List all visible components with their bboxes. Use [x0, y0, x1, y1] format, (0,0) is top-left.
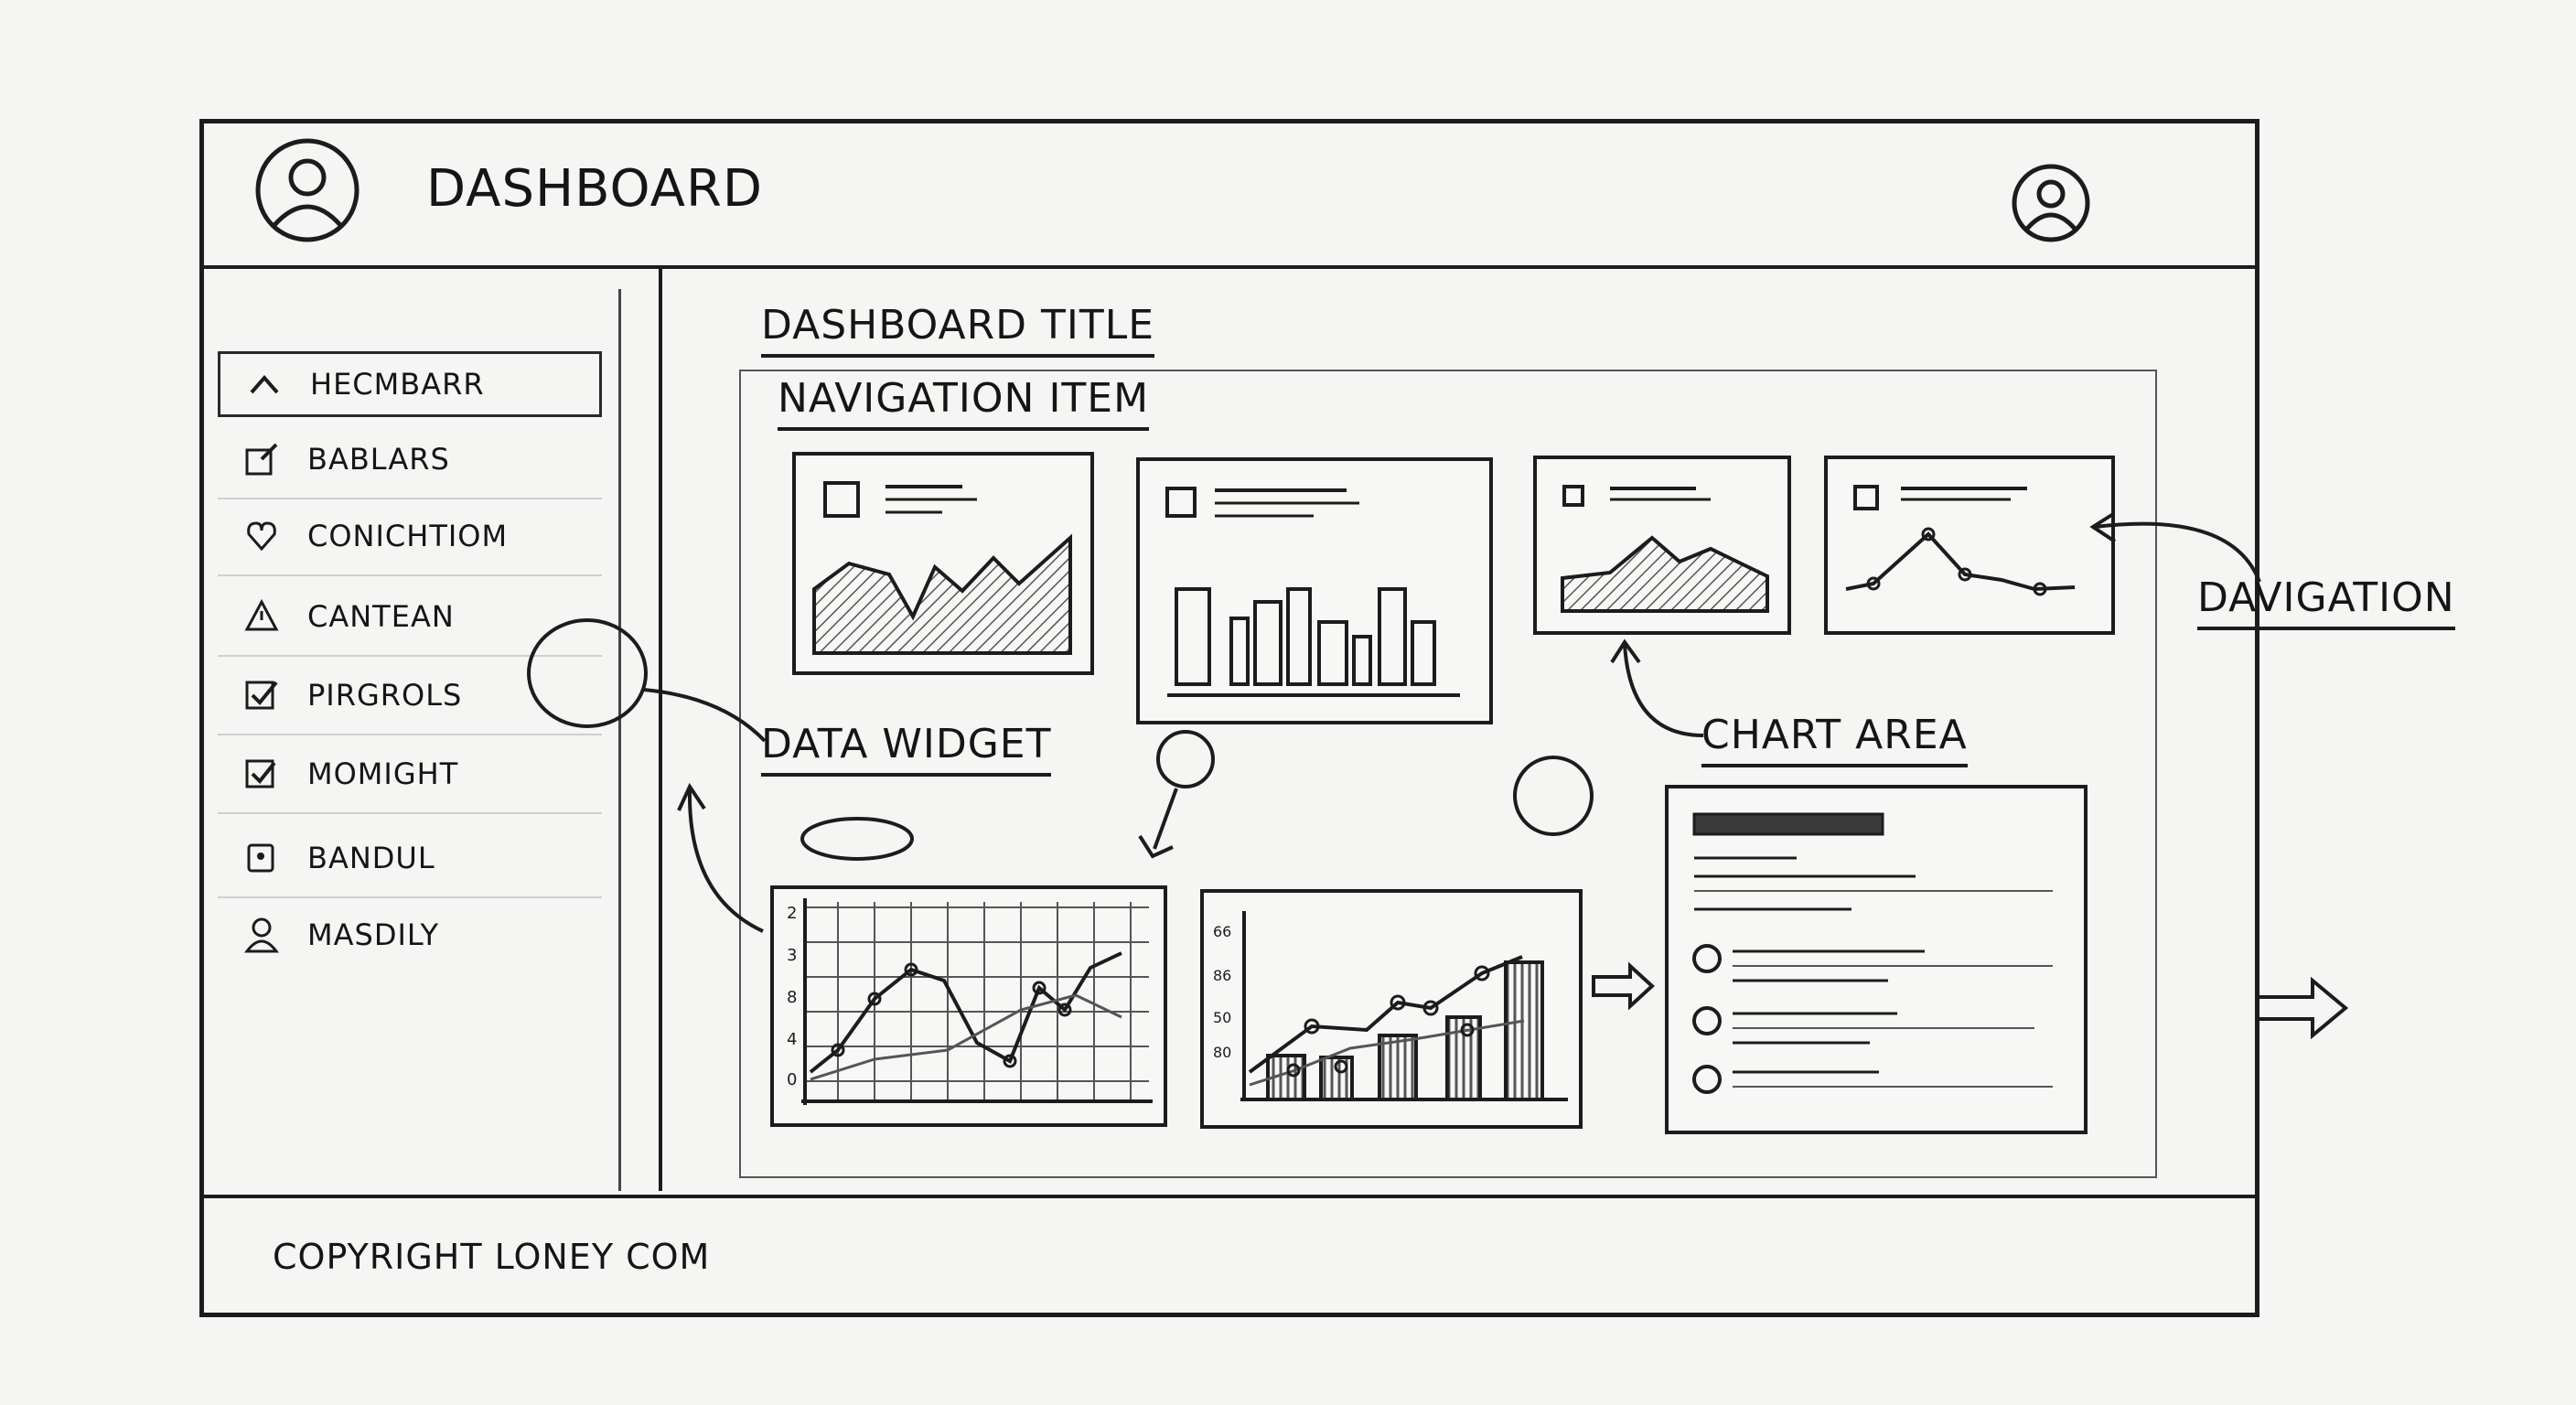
chart-area-label: CHART AREA	[1701, 712, 1968, 767]
checkbox-icon	[243, 677, 280, 713]
right-arrow-icon	[2254, 975, 2353, 1041]
checkbox-icon	[243, 756, 280, 792]
list-card-widget[interactable]	[1665, 785, 2088, 1134]
right-arrow-icon	[1590, 961, 1656, 1011]
area-chart-widget[interactable]	[792, 452, 1094, 675]
small-area-chart-widget[interactable]	[1533, 456, 1791, 635]
sidebar-item-label: HECMBARR	[310, 367, 485, 402]
y-tick: 8	[787, 988, 797, 1007]
curved-arrow-icon	[2077, 501, 2278, 602]
sidebar-item-hecmbarr[interactable]: HECMBARR	[218, 351, 602, 417]
sidebar	[199, 265, 662, 1191]
list-card	[1692, 812, 2053, 1094]
y-tick: 80	[1213, 1044, 1231, 1061]
app-title: DASHBOARD	[426, 159, 763, 219]
sidebar-item-label: BANDUL	[307, 841, 435, 875]
sidebar-item-pirgrols[interactable]: PIRGROLS	[218, 657, 602, 735]
logo-avatar[interactable]	[254, 137, 360, 243]
profile-avatar[interactable]	[2011, 163, 2091, 243]
sidebar-item-label: MASDILY	[307, 917, 440, 952]
line-chart-widget[interactable]: 2 3 8 4 0	[770, 885, 1167, 1127]
sidebar-item-masdily[interactable]: MASDILY	[218, 896, 602, 973]
sidebar-item-bandul[interactable]: BANDUL	[218, 820, 602, 898]
line-chart: 2 3 8 4 0	[787, 898, 1153, 1105]
footer-bar	[199, 1195, 2259, 1204]
data-widget-label: DATA WIDGET	[761, 721, 1052, 777]
header-bar	[199, 119, 2259, 269]
small-line-chart	[1845, 485, 2076, 596]
curved-arrow-icon	[675, 778, 776, 942]
sidebar-item-cantean[interactable]: CANTEAN	[218, 578, 602, 657]
combo-chart: 66 86 50 80	[1213, 911, 1568, 1101]
dashboard-title: DASHBOARD TITLE	[761, 302, 1155, 358]
annotation-circle-small	[1153, 728, 1218, 790]
chevron-up-icon	[246, 366, 283, 402]
square-dot-icon	[243, 840, 280, 876]
connector-line	[640, 677, 778, 750]
y-tick: 66	[1213, 923, 1231, 940]
edit-icon	[243, 441, 280, 477]
y-tick: 0	[787, 1070, 797, 1089]
warning-icon	[243, 598, 280, 635]
down-arrow-icon	[1132, 783, 1191, 865]
combo-chart-widget[interactable]: 66 86 50 80	[1200, 889, 1583, 1129]
y-tick: 3	[787, 946, 797, 965]
footer-copyright: COPYRIGHT LONEY COM	[273, 1237, 711, 1277]
annotation-circle-medium	[1511, 754, 1595, 838]
bar-chart	[1165, 487, 1460, 697]
sidebar-item-label: CANTEAN	[307, 599, 455, 634]
y-tick: 4	[787, 1030, 797, 1049]
y-tick: 2	[787, 904, 797, 923]
heart-icon	[243, 518, 280, 554]
user-icon	[243, 917, 280, 953]
navigation-item[interactable]: NAVIGATION ITEM	[778, 375, 1150, 431]
sidebar-item-label: CONICHTIOM	[307, 519, 509, 553]
curved-arrow-icon	[1603, 635, 1712, 754]
sidebar-item-label: PIRGROLS	[307, 678, 463, 713]
sidebar-item-bablars[interactable]: BABLARS	[218, 421, 602, 499]
y-tick: 86	[1213, 967, 1231, 984]
pill-shape[interactable]	[800, 816, 915, 862]
small-area-chart	[1561, 485, 1769, 613]
bar-chart-widget[interactable]	[1136, 457, 1493, 724]
y-tick: 50	[1213, 1009, 1231, 1026]
sidebar-nav: HECMBARR BABLARS CONICHTIOM CANTEAN PIRG…	[218, 351, 611, 992]
content-area	[739, 370, 2157, 1178]
sidebar-item-label: MOMIGHT	[307, 756, 459, 791]
small-line-chart-widget[interactable]	[1824, 456, 2115, 635]
app-window	[199, 119, 2259, 1317]
annotation-circle	[525, 617, 653, 734]
sidebar-item-label: BABLARS	[307, 442, 450, 477]
sidebar-item-momight[interactable]: MOMIGHT	[218, 735, 602, 814]
davigation-label: DAVIGATION	[2197, 574, 2455, 630]
user-circle-icon	[255, 138, 360, 242]
user-circle-icon	[2012, 164, 2090, 242]
sidebar-item-conichtiom[interactable]: CONICHTIOM	[218, 498, 602, 576]
area-chart	[812, 481, 1072, 655]
sidebar-scrollbar[interactable]	[618, 289, 655, 1191]
